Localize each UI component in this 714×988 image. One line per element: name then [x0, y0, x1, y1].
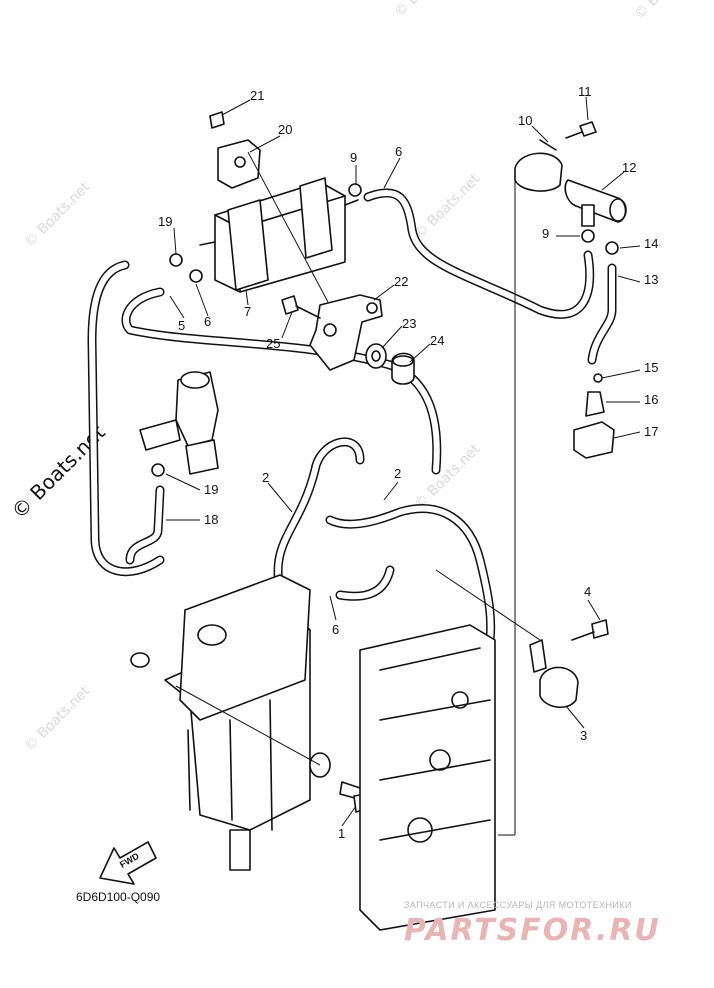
callout-2b: 2 — [394, 466, 401, 481]
callout-22: 22 — [394, 274, 408, 289]
callout-6: 6 — [204, 314, 211, 329]
callout-17: 17 — [644, 424, 658, 439]
callout-6b: 6 — [332, 622, 339, 637]
watermark: © Boats.net — [392, 0, 464, 21]
bolt-25 — [281, 295, 321, 319]
bracket-20 — [217, 139, 261, 189]
callout-21: 21 — [250, 88, 264, 103]
callout-24: 24 — [430, 333, 444, 348]
shop-logo: PARTSFOR.RU — [404, 913, 661, 948]
callout-25: 25 — [266, 336, 280, 351]
diagram-code: 6D6D100-Q090 — [76, 890, 160, 904]
clamp-3 — [529, 639, 579, 708]
clamp-10 — [514, 139, 563, 192]
valve-16 — [585, 391, 605, 417]
charcoal-canister — [199, 177, 359, 293]
callout-10: 10 — [518, 113, 532, 128]
valve-assembly — [139, 371, 219, 475]
bolt-4 — [571, 619, 609, 641]
bracket-17 — [573, 421, 615, 459]
watermark: © Boats.net — [412, 171, 484, 243]
callout-18: 18 — [204, 512, 218, 527]
clip-15 — [593, 373, 603, 383]
callout-2: 2 — [262, 470, 269, 485]
callout-19: 19 — [158, 214, 172, 229]
watermarks: © Boats.net © Boats.net © Boats.net © Bo… — [7, 0, 704, 755]
watermark: © Boats.net — [632, 0, 704, 23]
shop-tagline: ЗАПЧАСТИ И АКСЕССУАРЫ ДЛЯ МОТОТЕХНИКИ — [404, 900, 632, 910]
hoses-2 — [273, 437, 496, 645]
hose-13 — [587, 263, 617, 365]
callout-11: 11 — [578, 84, 592, 99]
callout-13: 13 — [644, 272, 658, 287]
callout-9: 9 — [350, 150, 357, 165]
clips — [151, 183, 619, 477]
watermark: © Boats.net — [412, 441, 484, 513]
callout-23: 23 — [402, 316, 416, 331]
callout-16: 16 — [644, 392, 658, 407]
callout-4: 4 — [584, 584, 591, 599]
guide-lines — [175, 151, 541, 836]
fwd-arrow: FWD — [99, 841, 157, 885]
bolt-11 — [565, 121, 597, 139]
callout-9b: 9 — [542, 226, 549, 241]
grommet-23 — [365, 343, 387, 369]
callout-3: 3 — [580, 728, 587, 743]
callout-1: 1 — [338, 826, 345, 841]
callout-7: 7 — [244, 304, 251, 319]
holder-12 — [564, 179, 627, 227]
bolt-21 — [209, 111, 225, 129]
watermark: © Boats.net — [22, 179, 94, 251]
callout-19b: 19 — [204, 482, 218, 497]
hose-18 — [125, 485, 165, 565]
callout-8: 6 — [395, 144, 402, 159]
vapor-separator — [164, 574, 311, 871]
callout-5: 5 — [178, 318, 185, 333]
hose-8 — [363, 188, 595, 319]
callout-leaders — [165, 96, 641, 827]
callouts: 21 20 9 6 19 5 6 7 22 25 23 24 10 11 12 … — [158, 84, 658, 841]
shop-watermark: ЗАПЧАСТИ И АКСЕССУАРЫ ДЛЯ МОТОТЕХНИКИ PA… — [404, 900, 661, 948]
watermark: © Boats.net — [22, 683, 94, 755]
callout-12: 12 — [622, 160, 636, 175]
collar-24 — [391, 352, 415, 385]
engine-block — [359, 624, 496, 931]
hose-loop-left — [87, 260, 442, 577]
callout-15: 15 — [644, 360, 658, 375]
bracket-22 — [309, 294, 383, 371]
callout-14: 14 — [644, 236, 658, 251]
callout-20: 20 — [278, 122, 292, 137]
